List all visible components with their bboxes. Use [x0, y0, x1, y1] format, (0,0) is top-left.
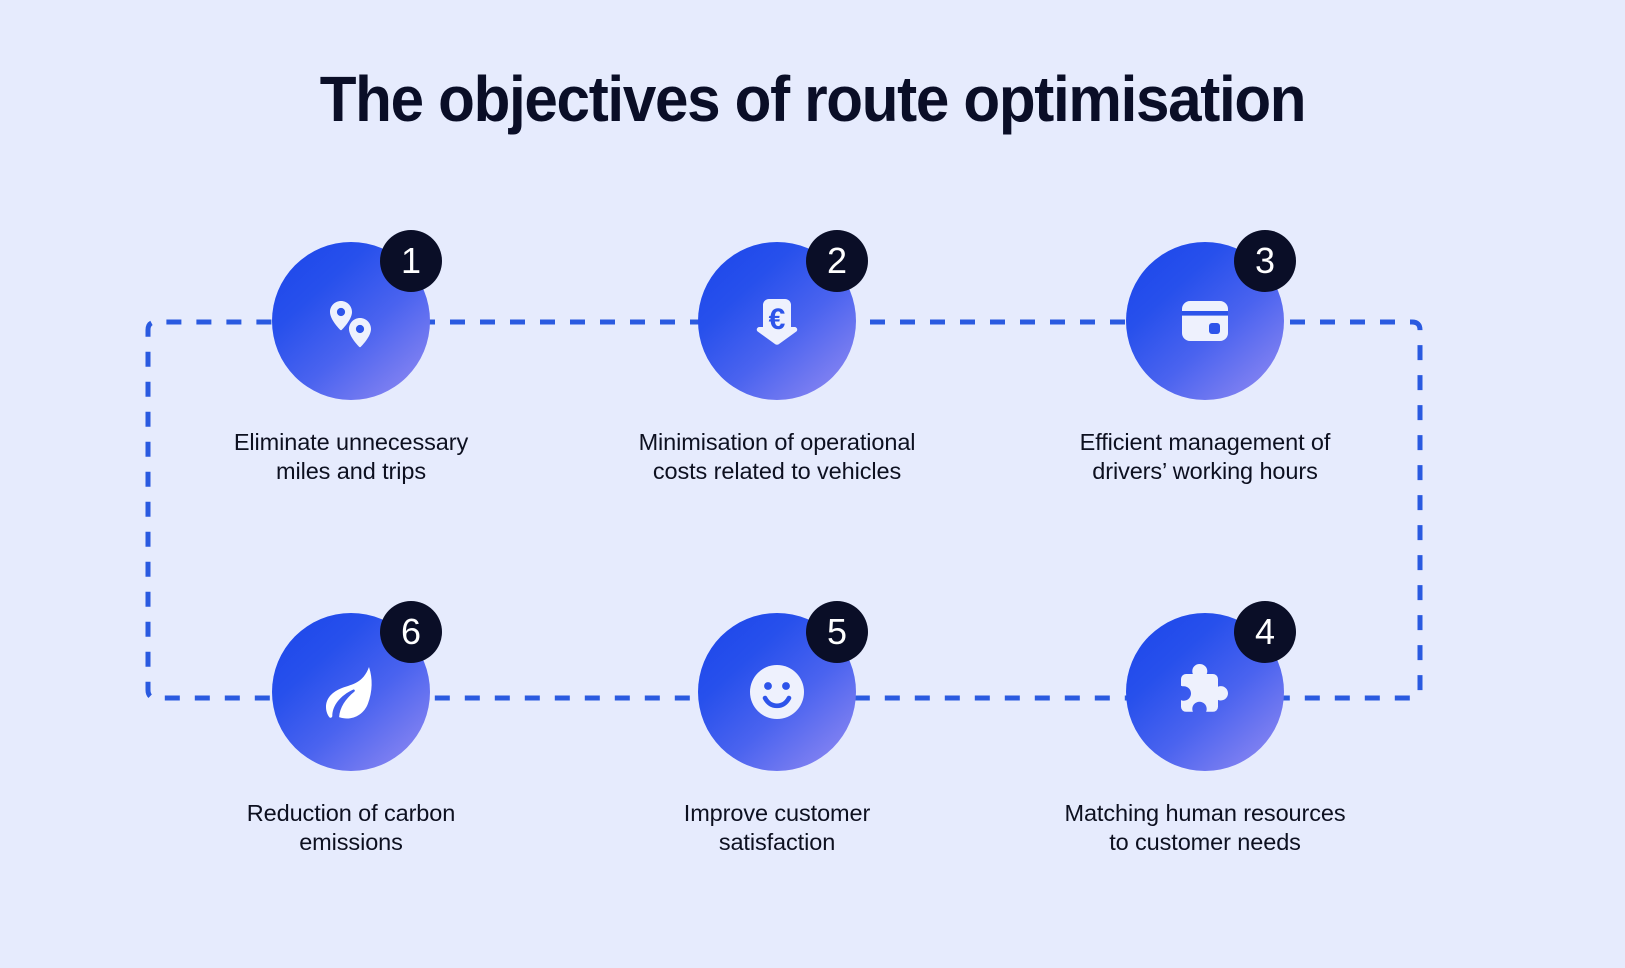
- svg-text:€: €: [769, 303, 786, 336]
- objective-4-icon-wrap: 4: [1126, 601, 1296, 771]
- euro-arrow-down-icon: €: [741, 285, 813, 357]
- objective-item-3: 3 Efficient management of drivers’ worki…: [1035, 230, 1375, 485]
- objective-2-caption-line1: Minimisation of operational: [638, 429, 916, 455]
- objective-item-4: 4 Matching human resources to customer n…: [1035, 601, 1375, 856]
- objective-1-caption-line2: miles and trips: [276, 457, 426, 484]
- objective-item-2: € 2 Minimisation of operational costs re…: [607, 230, 947, 485]
- objective-6-caption: Reduction of carbon emissions: [181, 799, 521, 856]
- objective-3-number-badge: 3: [1234, 230, 1296, 292]
- objective-5-icon-wrap: 5: [698, 601, 868, 771]
- map-pins-icon: [315, 285, 387, 357]
- objective-4-number-badge: 4: [1234, 601, 1296, 663]
- objective-1-number-badge: 1: [380, 230, 442, 292]
- objective-3-caption-line1: Efficient management of: [1079, 429, 1331, 455]
- objective-5-caption: Improve customer satisfaction: [607, 799, 947, 856]
- objective-5-caption-line2: satisfaction: [718, 828, 836, 855]
- leaf-icon: [314, 655, 388, 729]
- objective-3-icon-wrap: 3: [1126, 230, 1296, 400]
- objective-3-caption: Efficient management of drivers’ working…: [1035, 428, 1375, 485]
- objective-item-6: 6 Reduction of carbon emissions: [181, 601, 521, 856]
- objective-1-caption-line1: Eliminate unnecessary: [233, 429, 469, 455]
- objective-5-caption-line1: Improve customer: [683, 800, 871, 826]
- objective-2-caption-line2: costs related to vehicles: [652, 457, 902, 484]
- objective-4-caption-line2: to customer needs: [1109, 828, 1301, 855]
- objective-1-icon-circle: [272, 242, 430, 400]
- objective-3-caption-line2: drivers’ working hours: [1092, 457, 1318, 484]
- objective-2-icon-wrap: € 2: [698, 230, 868, 400]
- objective-item-1: 1 Eliminate unnecessary miles and trips: [181, 230, 521, 485]
- objective-6-caption-line2: emissions: [299, 828, 403, 855]
- smiley-face-icon: [740, 655, 814, 729]
- wallet-icon: [1169, 285, 1241, 357]
- objective-1-icon-wrap: 1: [272, 230, 442, 400]
- objective-2-caption: Minimisation of operational costs relate…: [607, 428, 947, 485]
- objective-6-caption-line1: Reduction of carbon: [246, 800, 456, 826]
- objective-6-icon-wrap: 6: [272, 601, 442, 771]
- puzzle-piece-icon: [1168, 655, 1242, 729]
- objective-1-caption: Eliminate unnecessary miles and trips: [181, 428, 521, 485]
- objective-5-number-badge: 5: [806, 601, 868, 663]
- objective-4-caption: Matching human resources to customer nee…: [1035, 799, 1375, 856]
- objective-2-number-badge: 2: [806, 230, 868, 292]
- objective-6-number-badge: 6: [380, 601, 442, 663]
- objective-item-5: 5 Improve customer satisfaction: [607, 601, 947, 856]
- objective-4-caption-line1: Matching human resources: [1064, 800, 1346, 826]
- page-title: The objectives of route optimisation: [319, 63, 1307, 135]
